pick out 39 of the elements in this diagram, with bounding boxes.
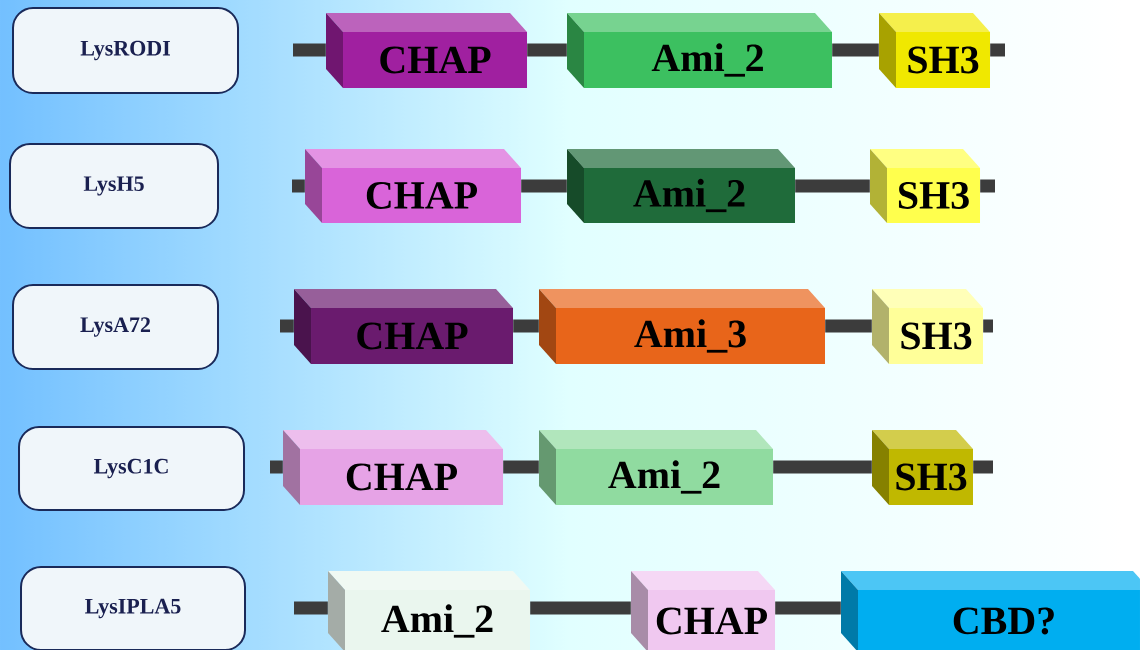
domain-block: CHAP	[294, 289, 513, 364]
domain-block: SH3	[879, 13, 990, 88]
domain-block: Ami_2	[328, 571, 530, 650]
linker-rod	[983, 319, 993, 333]
linker-rod	[503, 460, 539, 474]
domain-block: Ami_2	[567, 13, 832, 88]
linker-rod	[292, 179, 305, 193]
domain-block: CHAP	[326, 13, 527, 88]
linker-rod	[521, 179, 567, 193]
domain-block: CBD?	[841, 571, 1140, 650]
linker-rod	[775, 601, 841, 615]
name-box: LysC1C	[18, 426, 245, 511]
name-box: LysIPLA5	[20, 566, 246, 650]
linker-rod	[530, 601, 631, 615]
domain-block: SH3	[870, 149, 980, 223]
linker-rod	[270, 460, 283, 474]
linker-rod	[527, 43, 567, 57]
linker-rod	[990, 43, 1005, 57]
linker-rod	[293, 43, 326, 57]
linker-rod	[973, 460, 993, 474]
domain-block: CHAP	[631, 571, 775, 650]
linker-rod	[280, 319, 294, 333]
domain-block: CHAP	[283, 430, 503, 505]
domain-block: Ami_2	[567, 149, 795, 223]
domain-block: Ami_3	[539, 289, 825, 364]
name-box: LysA72	[12, 284, 219, 370]
linker-rod	[825, 319, 872, 333]
domain-block: Ami_2	[539, 430, 773, 505]
linker-rod	[980, 179, 995, 193]
linker-rod	[795, 179, 870, 193]
domain-block: SH3	[872, 289, 983, 364]
domain-block: CHAP	[305, 149, 521, 223]
linker-rod	[832, 43, 879, 57]
domain-block: SH3	[872, 430, 973, 505]
name-box: LysH5	[9, 143, 219, 229]
linker-rod	[513, 319, 539, 333]
name-box: LysRODI	[12, 7, 239, 94]
linker-rod	[773, 460, 872, 474]
linker-rod	[294, 601, 328, 615]
